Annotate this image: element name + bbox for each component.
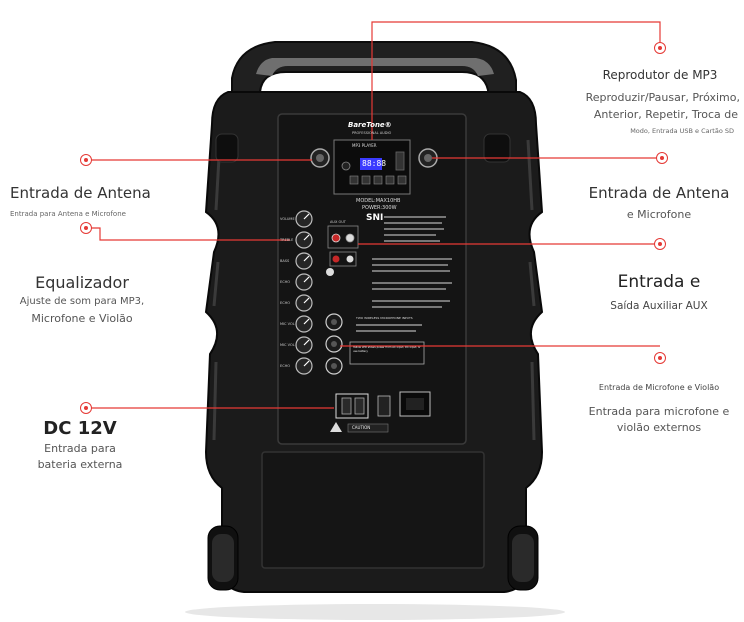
caution-label: CAUTION: [352, 425, 371, 430]
knob-label-treble: TREBLE: [280, 238, 294, 242]
callout-antenna-left-subtitle: Entrada para Antena e Microfone: [10, 210, 126, 218]
mp3-display: 88:88: [362, 159, 387, 168]
callout-dc-line1: Entrada para: [44, 442, 116, 455]
aux-out-label: AUX OUT: [330, 220, 346, 224]
knob-label-echo-1: ECHO: [280, 280, 291, 284]
marker-antenna-right: [656, 152, 668, 164]
callout-dc-line2: bateria externa: [37, 458, 123, 471]
callout-mp3-line3: Modo, Entrada USB e Cartão SD: [630, 127, 734, 135]
marker-equalizer: [80, 222, 92, 234]
knob-label-mic-vol-2: MIC VOL: [280, 343, 295, 347]
panel-brand-sub: PROFESSIONAL AUDIO: [352, 131, 392, 135]
callout-equalizer-line1: Ajuste de som para MP3,: [19, 296, 145, 307]
callout-equalizer-title: Equalizador: [35, 273, 129, 292]
callout-antenna-right-title: Entrada de Antena: [588, 184, 730, 202]
knob-label-mic-vol-1: MIC VOL: [280, 322, 295, 326]
callout-mic-guitar-line1: Entrada para microfone e: [588, 405, 730, 418]
marker-antenna-left: [80, 154, 92, 166]
knob-label-volume: VOLUME: [280, 217, 295, 221]
mp3-module-label: MP3 PLAYER: [352, 143, 377, 148]
panel-brand: BareTone®: [348, 121, 392, 129]
callout-mp3-title: Reprodutor de MP3: [602, 68, 718, 82]
callout-aux-title: Entrada e: [617, 272, 701, 292]
callout-mic-guitar-title: Entrada de Microfone e Violão: [598, 383, 720, 392]
marker-mic-guitar: [654, 352, 666, 364]
mic-inputs-label: TWO WIRELESS MICROPHONE INPUTS: [356, 316, 413, 320]
marker-mp3: [654, 42, 666, 54]
panel-power: POWER:300W: [362, 205, 397, 211]
battery-note: Yellow LED shows power from AC input, DC…: [353, 346, 421, 353]
knob-label-bass: BASS: [280, 259, 290, 263]
callout-dc-title: DC 12V: [43, 418, 117, 439]
marker-dc: [80, 402, 92, 414]
knob-label-echo-2: ECHO: [280, 301, 291, 305]
callout-antenna-right-subtitle: e Microfone: [626, 208, 692, 221]
callout-mp3-line1: Reproduzir/Pausar, Próximo,: [585, 91, 740, 104]
panel-model: MODEL:MAX10HB: [356, 198, 401, 204]
callout-aux-subtitle: Saída Auxiliar AUX: [610, 300, 708, 312]
panel-sni-logo: SNI: [366, 213, 384, 223]
callout-equalizer-line2: Microfone e Violão: [31, 312, 133, 325]
callout-mic-guitar-line2: violão externos: [616, 421, 702, 434]
marker-aux: [654, 238, 666, 250]
callout-mp3-line2: Anterior, Repetir, Troca de: [593, 108, 738, 121]
callout-antenna-left-title: Entrada de Antena: [10, 184, 151, 202]
knob-label-echo-3: ECHO: [280, 364, 291, 368]
